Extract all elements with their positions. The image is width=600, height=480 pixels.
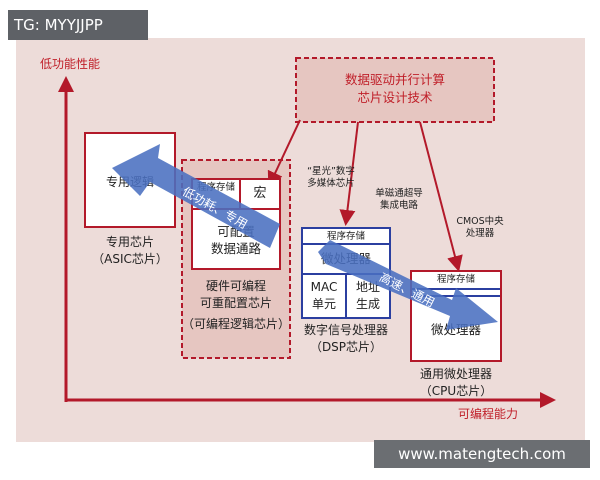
fpga-datapath2: 数据通路: [210, 241, 261, 256]
dsp-caption2: （DSP芯片）: [309, 340, 383, 354]
top-tech-box: [295, 57, 495, 123]
y-axis-label: 低功能性能: [39, 57, 100, 71]
fpga-macro: 宏: [253, 186, 267, 201]
top-box-line1: 数据驱动并行计算: [344, 72, 445, 87]
cpu-caption1: 通用微处理器: [419, 367, 492, 381]
xingguang-line1: “星光”数字: [307, 166, 355, 177]
single-flux-line1: 单磁通超导: [375, 188, 423, 199]
watermark-bottom: www.matengtech.com: [374, 440, 590, 468]
fpga-program-store: 程序存储: [196, 182, 235, 193]
asic-caption1: 专用芯片: [105, 235, 154, 249]
cmos-line1: CMOS中央: [456, 216, 504, 227]
dsp-addr2: 生成: [355, 297, 380, 311]
fpga-divider: [239, 180, 241, 208]
fpga-caption2: 可重配置芯片: [199, 296, 272, 310]
high-speed-arrow: [318, 240, 498, 330]
arrow-to-fpga: [267, 119, 301, 188]
top-box-line2: 芯片设计技术: [357, 90, 433, 105]
y-axis-arrowhead: [58, 76, 74, 92]
cmos-line2: 处理器: [465, 228, 495, 239]
fpga-caption1: 硬件可编程: [205, 279, 266, 293]
x-axis-label: 可编程能力: [457, 407, 518, 421]
fpga-caption3: （可编程逻辑芯片）: [181, 317, 290, 331]
watermark-top: TG: MYYJJPP: [8, 10, 148, 40]
dsp-mac2: 单元: [311, 297, 336, 311]
x-axis-arrowhead: [540, 392, 556, 408]
dsp-program-store: 程序存储: [303, 231, 389, 245]
single-flux-line2: 集成电路: [379, 200, 418, 211]
arrow-to-dsp: [339, 121, 359, 226]
xingguang-line2: 多媒体芯片: [307, 178, 355, 189]
dsp-caption1: 数字信号处理器: [303, 323, 388, 337]
arrow-to-cpu: [419, 121, 463, 272]
dsp-split-divider: [345, 273, 347, 317]
low-power-arrow: [112, 144, 280, 248]
asic-caption2: （ASIC芯片）: [92, 252, 168, 266]
dsp-mac1: MAC: [310, 280, 338, 294]
cpu-caption2: （CPU芯片）: [419, 384, 493, 398]
